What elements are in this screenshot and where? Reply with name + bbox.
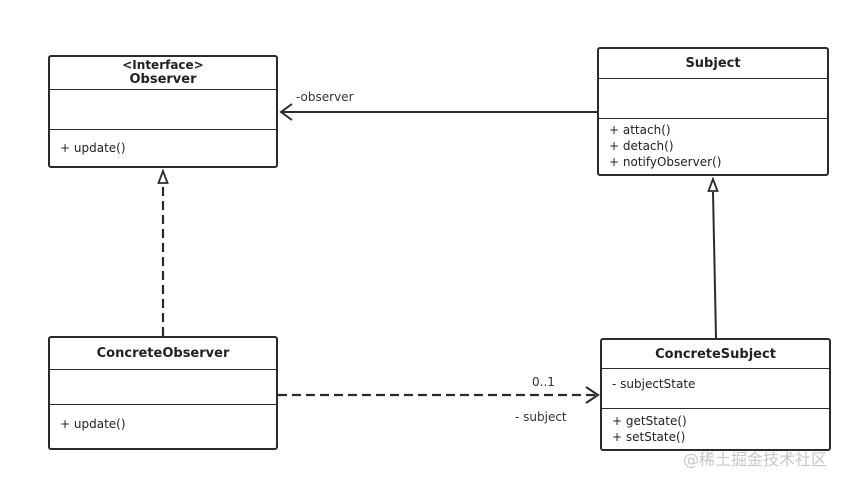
concrete-observer-operations: + update() [50,404,276,448]
watermark: @稀土掘金技术社区 [683,450,828,469]
operation: + getState() [612,414,687,428]
subject-class-name: Subject [685,55,741,71]
observer-stereotype: <Interface> [122,58,204,72]
association-arrowhead [279,103,293,121]
generalization-arrowhead [707,176,719,192]
multiplicity-label: 0..1 [532,375,555,389]
observer-interface-box[interactable]: <Interface> Observer + update() [48,55,278,168]
realization-arrowhead [157,168,169,184]
concrete-subject-class-box[interactable]: ConcreteSubject - subjectState + getStat… [600,338,831,451]
observer-attributes [50,89,276,129]
observer-name-compartment: <Interface> Observer [50,57,276,89]
subject-name-compartment: Subject [599,49,827,78]
concrete-subject-class-name: ConcreteSubject [655,346,776,362]
observer-class-name: Observer [129,72,197,87]
subject-attributes [599,77,827,118]
operation: + setState() [612,430,686,444]
subject-operations: + attach() + detach() + notifyObserver() [599,118,827,174]
concrete-subject-operations: + getState() + setState() [602,408,829,449]
concrete-observer-attributes [50,369,276,404]
concrete-observer-class-box[interactable]: ConcreteObserver + update() [48,336,278,450]
operation: + update() [60,417,126,431]
observer-role-label: -observer [296,90,354,104]
concrete-observer-class-name: ConcreteObserver [96,346,230,361]
concrete-subject-name-compartment: ConcreteSubject [602,340,829,368]
concrete-observer-name-compartment: ConcreteObserver [50,338,276,369]
concrete-subject-attributes: - subjectState [602,368,829,408]
observer-operations: + update() [50,129,276,166]
subject-role-label: - subject [515,410,567,424]
operation: + detach() [609,139,674,153]
operation: + update() [60,141,126,155]
dependency-arrowhead [585,386,600,404]
operation: + attach() [609,123,671,137]
operation: + notifyObserver() [609,155,722,169]
attribute: - subjectState [612,377,696,392]
generalization-line [712,191,717,339]
subject-class-box[interactable]: Subject + attach() + detach() + notifyOb… [597,47,829,176]
